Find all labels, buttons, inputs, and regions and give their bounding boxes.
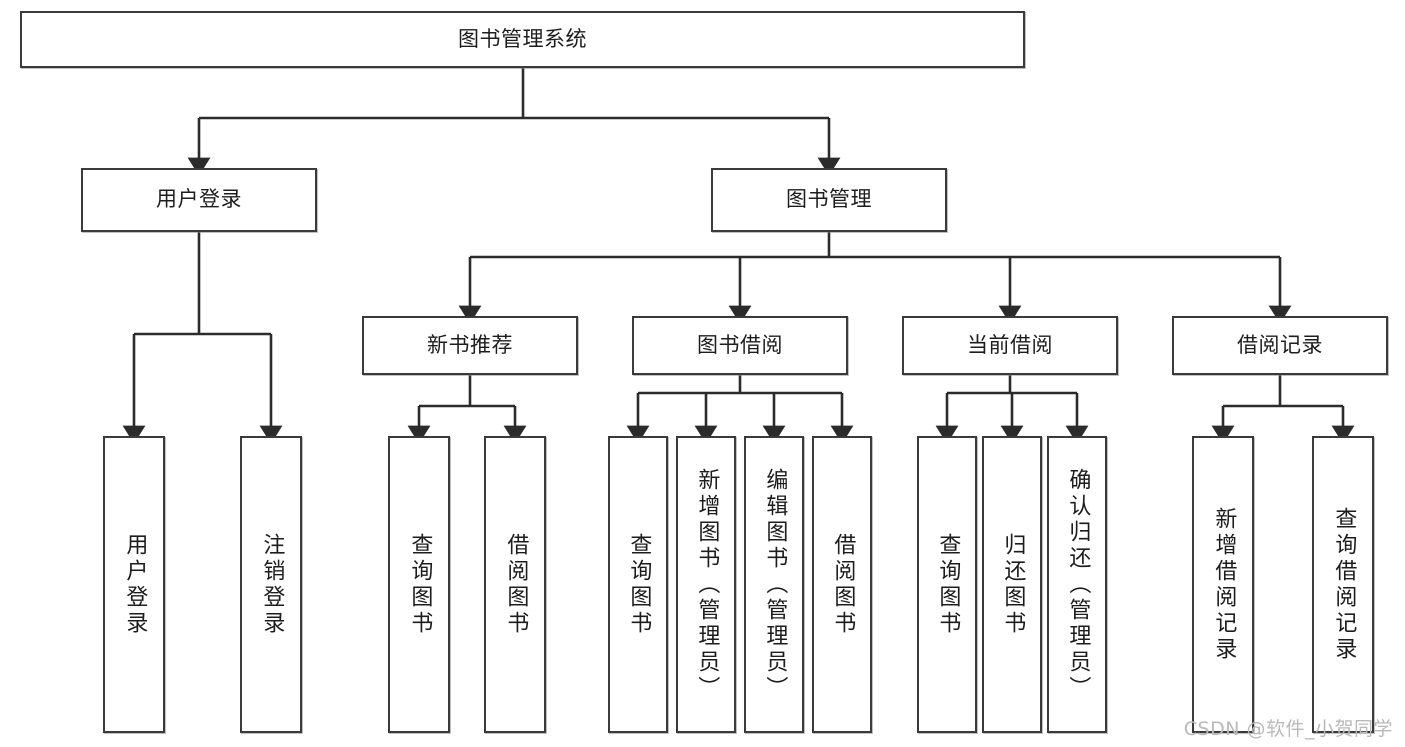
- watermark: CSDN @软件_小贺同学: [1183, 718, 1393, 740]
- node-leaf-logout-label: 注销登录: [259, 532, 285, 637]
- node-current-borrow[interactable]: 当前借阅: [902, 316, 1118, 375]
- node-leaf-add-book-label: 新增图书（管理员）: [694, 467, 720, 702]
- node-leaf-query-record[interactable]: 查询借阅记录: [1312, 436, 1374, 733]
- node-user-login[interactable]: 用户登录: [81, 168, 317, 232]
- node-leaf-confirm-return[interactable]: 确认归还（管理员）: [1047, 436, 1107, 733]
- node-leaf-query-book-3-label: 查询图书: [935, 532, 961, 637]
- node-leaf-borrow-book-1[interactable]: 借阅图书: [484, 436, 546, 733]
- node-leaf-logout[interactable]: 注销登录: [240, 436, 302, 733]
- node-user-login-label: 用户登录: [156, 187, 242, 212]
- node-leaf-user-login-label: 用户登录: [122, 532, 148, 637]
- node-leaf-query-record-label: 查询借阅记录: [1331, 506, 1357, 663]
- node-leaf-edit-book-label: 编辑图书（管理员）: [762, 467, 788, 702]
- node-leaf-add-book[interactable]: 新增图书（管理员）: [676, 436, 736, 733]
- node-leaf-borrow-book-2-label: 借阅图书: [830, 532, 856, 637]
- node-leaf-query-book-1-label: 查询图书: [407, 532, 433, 637]
- node-root[interactable]: 图书管理系统: [20, 11, 1025, 68]
- node-new-book-recommend-label: 新书推荐: [427, 332, 513, 357]
- node-book-manage[interactable]: 图书管理: [711, 168, 947, 232]
- node-leaf-query-book-3[interactable]: 查询图书: [917, 436, 977, 733]
- node-leaf-return-book-label: 归还图书: [1000, 532, 1026, 637]
- node-book-borrow-label: 图书借阅: [697, 332, 783, 357]
- node-leaf-edit-book[interactable]: 编辑图书（管理员）: [744, 436, 804, 733]
- node-leaf-user-login[interactable]: 用户登录: [103, 436, 165, 733]
- node-current-borrow-label: 当前借阅: [967, 332, 1053, 357]
- node-root-label: 图书管理系统: [458, 26, 587, 51]
- node-leaf-query-book-2-label: 查询图书: [626, 532, 652, 637]
- node-leaf-borrow-book-2[interactable]: 借阅图书: [812, 436, 872, 733]
- node-borrow-record-label: 借阅记录: [1237, 332, 1323, 357]
- node-book-borrow[interactable]: 图书借阅: [632, 316, 848, 375]
- node-leaf-add-record[interactable]: 新增借阅记录: [1192, 436, 1254, 733]
- node-leaf-add-record-label: 新增借阅记录: [1211, 506, 1237, 663]
- node-leaf-query-book-2[interactable]: 查询图书: [608, 436, 668, 733]
- node-leaf-query-book-1[interactable]: 查询图书: [388, 436, 450, 733]
- node-new-book-recommend[interactable]: 新书推荐: [362, 316, 578, 375]
- node-leaf-confirm-return-label: 确认归还（管理员）: [1065, 467, 1091, 702]
- node-leaf-return-book[interactable]: 归还图书: [982, 436, 1042, 733]
- node-borrow-record[interactable]: 借阅记录: [1172, 316, 1388, 375]
- node-book-manage-label: 图书管理: [786, 187, 872, 212]
- node-leaf-borrow-book-1-label: 借阅图书: [503, 532, 529, 637]
